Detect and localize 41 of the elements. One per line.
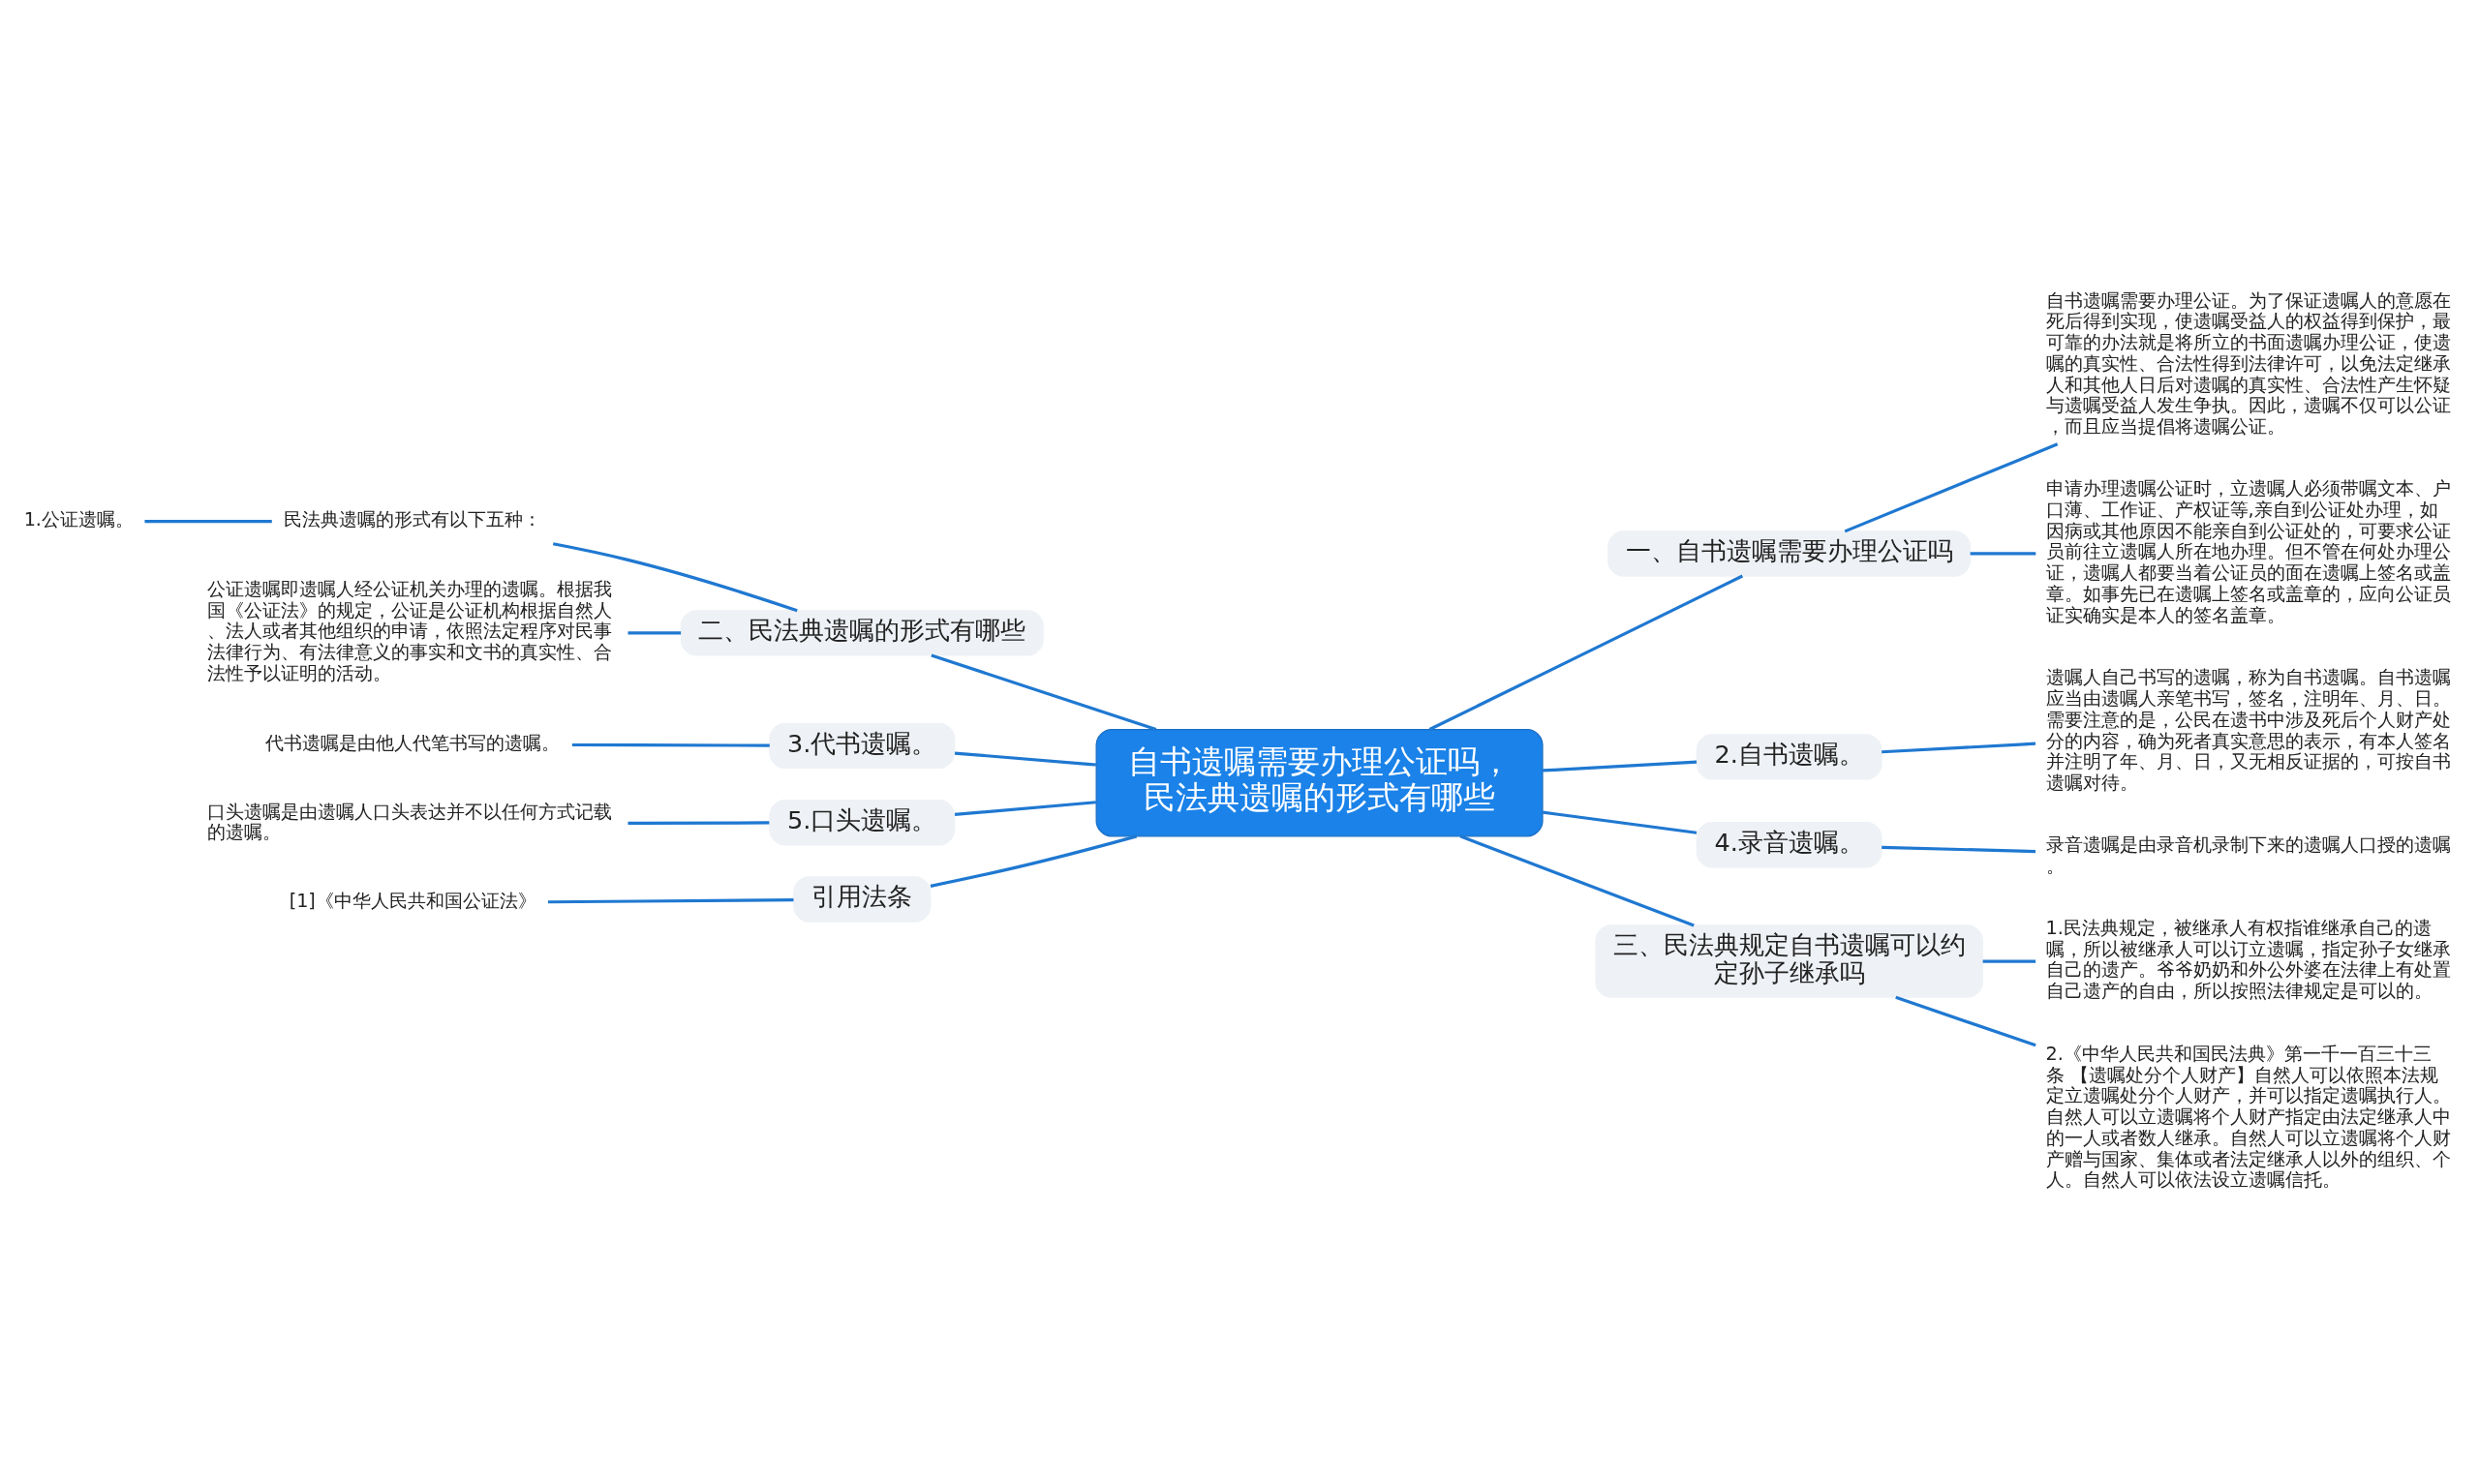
node-box: 3.代书遗嘱。 <box>769 722 956 769</box>
connector <box>1543 760 1698 772</box>
node-box: 二、民法典遗嘱的形式有哪些 <box>680 610 1044 656</box>
connector <box>931 653 1157 732</box>
connector <box>1882 742 2036 754</box>
node-text: 申请办理遗嘱公证时，立遗嘱人必须带嘱文本、户口薄、工作证、产权证等,亲自到公证处办理，如因病或其他原因不能亲自到公证处的，可要求公证员前往立遗嘱人所在地办理。但不管在何处办理公证，遗嘱人都要当着公证员的面在遗嘱上签名或盖章。如事先已在遗嘱上签名或盖章的，应向公证员证实确实是本人的签名盖章。 <box>2045 477 2451 626</box>
node-text: 录音遗嘱是由录音机录制下来的遗嘱人口授的遗嘱。 <box>2045 833 2451 877</box>
connector <box>552 542 798 613</box>
connector <box>1895 995 2036 1047</box>
node-text: 1.公证遗嘱。 <box>23 508 134 531</box>
node-text: 民法典遗嘱的形式有以下五种： <box>284 508 542 531</box>
node-box: 一、自书遗嘱需要办理公证吗 <box>1607 530 1972 577</box>
connector <box>144 520 272 524</box>
node-box: 2.自书遗嘱。 <box>1696 734 1882 780</box>
connector <box>954 801 1096 817</box>
node-box: 5.口头遗嘱。 <box>769 800 956 846</box>
connector <box>627 821 770 825</box>
node-box: 三、民法典规定自书遗嘱可以约定孙子继承吗 <box>1595 924 1983 998</box>
connector <box>547 898 794 904</box>
connector <box>1882 845 2036 854</box>
connector <box>627 631 682 635</box>
node-text: 公证遗嘱即遗嘱人经公证机关办理的遗嘱。根据我国《公证法》的规定，公证是公证机构根据自然人、法人或者其他组织的申请，依照法定程序对民事法律行为、有法律意义的事实和文书的真实性、合法性予以证明的活动。 <box>207 577 613 684</box>
connector <box>1844 442 2059 533</box>
node-box: 自书遗嘱需要办理公证吗，民法典遗嘱的形式有哪些 <box>1095 729 1544 837</box>
node-text: 代书遗嘱是由他人代笔书写的遗嘱。 <box>265 731 561 754</box>
connector <box>1542 810 1698 834</box>
node-text: [1]《中华人民共和国公证法》 <box>289 890 536 913</box>
connector <box>1428 574 1744 731</box>
node-text: 2.《中华人民共和国民法典》第一千一百三十三条 【遗嘱处分个人财产】自然人可以依照本法规定立遗嘱处分个人财产，并可以指定遗嘱执行人。自然人可以立遗嘱将个人财产指定由法定继承人中的一人或者数人继承。自然人可以立遗嘱将个人财产赠与国家、集体或者法定继承人以外的组织、个人。自然人可以依法设立遗嘱信托。 <box>2045 1042 2451 1192</box>
node-text: 口头遗嘱是由遗嘱人口头表达并不以任何方式记载的遗嘱。 <box>207 800 613 844</box>
node-box: 引用法条 <box>793 876 932 923</box>
connector <box>1459 834 1695 927</box>
node-text: 自书遗嘱需要办理公证。为了保证遗嘱人的意愿在死后得到实现，使遗嘱受益人的权益得到保护，最可靠的办法就是将所立的书面遗嘱办理公证，使遗嘱的真实性、合法性得到法律许可，以免法定继承人和其他人日后对遗嘱的真实性、合法性产生怀疑与遗嘱受益人发生争执。因此，遗嘱不仅可以公证，而且应当提倡将遗嘱公证。 <box>2045 288 2451 439</box>
node-text: 遗嘱人自己书写的遗嘱，称为自书遗嘱。自书遗嘱应当由遗嘱人亲笔书写，签名，注明年、月、日。需要注意的是，公民在遗书中涉及死后个人财产处分的内容，确为死者真实意思的表示，有本人签名并注明了年、月、日，又无相反证据的，可按自书遗嘱对待。 <box>2045 666 2451 795</box>
node-text: 1.民法典规定，被继承人有权指谁继承自己的遗嘱，所以被继承人可以订立遗嘱，指定孙子女继承自己的遗产。爷爷奶奶和外公外婆在法律上有处置自己遗产的自由，所以按照法律规定是可以的。 <box>2045 916 2451 1003</box>
connector <box>954 751 1096 767</box>
connector <box>1982 959 2036 963</box>
connector <box>1970 552 2036 556</box>
connector <box>930 834 1138 888</box>
connector <box>571 742 770 747</box>
node-box: 4.录音遗嘱。 <box>1696 822 1882 868</box>
